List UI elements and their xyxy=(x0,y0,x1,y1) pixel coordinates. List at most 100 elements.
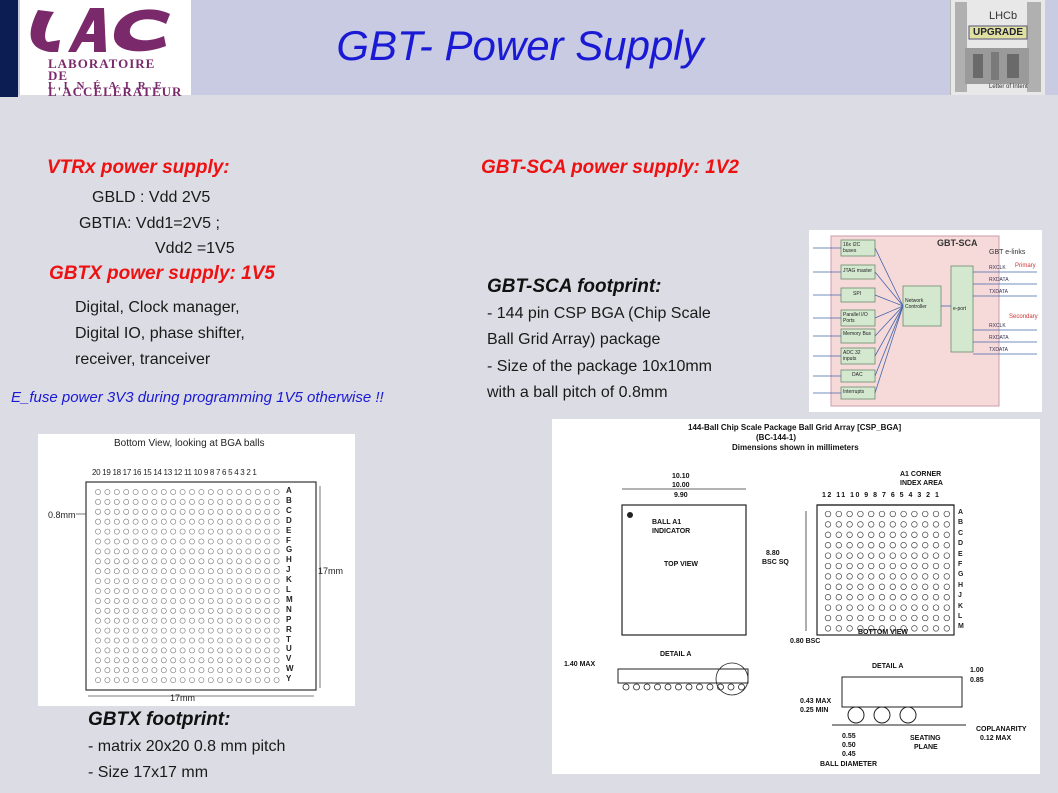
bga-ball xyxy=(273,568,280,575)
bga-ball xyxy=(245,657,252,664)
bga-right-plane: PLANE xyxy=(914,744,938,751)
bga-ball xyxy=(170,548,177,555)
bga-ball xyxy=(160,489,167,495)
bga-ball xyxy=(142,538,148,545)
bga-ball xyxy=(857,625,864,632)
bga-ball xyxy=(179,528,186,535)
bga-ball xyxy=(254,617,261,624)
bga-ball xyxy=(217,647,224,654)
bga-ball xyxy=(245,667,252,674)
bga-ball xyxy=(160,637,167,644)
bga-ball xyxy=(104,597,111,604)
bga-ball xyxy=(113,667,120,674)
bga-ball xyxy=(160,647,167,654)
bga-row-label: F xyxy=(958,561,963,568)
bga-ball xyxy=(824,562,832,570)
bga-ball xyxy=(273,489,280,495)
bga-ball xyxy=(207,578,214,584)
bga-ball xyxy=(236,568,242,575)
bga-ball xyxy=(264,508,271,515)
bga-ball xyxy=(245,538,252,545)
bga-ball xyxy=(151,499,158,505)
bga-ball xyxy=(264,588,271,594)
bga-ball xyxy=(236,588,242,594)
bga-ball xyxy=(160,538,167,545)
bga-ball xyxy=(236,597,242,604)
bga-right-max140: 1.40 MAX xyxy=(564,661,596,668)
bga-ball xyxy=(142,588,148,594)
bga-ball xyxy=(846,583,853,590)
bga-ball xyxy=(245,528,252,535)
bga-ball xyxy=(151,617,158,624)
bga-ball xyxy=(245,489,252,495)
bga-side-ball xyxy=(696,683,703,691)
bga-ball xyxy=(189,558,195,565)
bga-ball xyxy=(207,637,214,644)
bga-ball xyxy=(264,558,271,565)
bga-ball xyxy=(189,647,195,654)
bga-ball xyxy=(104,528,111,535)
bga-ball xyxy=(857,562,864,570)
bga-ball xyxy=(113,677,120,683)
lhcb-upgrade-logo: LHCb UPGRADE Letter of Intent xyxy=(950,0,1045,95)
bga-ball xyxy=(113,538,120,545)
bga-ball xyxy=(95,508,101,515)
bga-ball xyxy=(226,627,233,634)
bga-ball xyxy=(943,625,950,632)
bga-ball xyxy=(878,604,886,611)
bga-row-label: N xyxy=(286,604,292,614)
bga-ball xyxy=(273,627,280,634)
bga-ball xyxy=(123,657,130,664)
bga-ball xyxy=(189,657,195,664)
sca-sig-p-0: RXCLK xyxy=(989,265,1006,271)
bga-ball xyxy=(198,607,205,614)
bga-ball xyxy=(264,667,271,674)
bga-ball xyxy=(113,578,120,584)
bga-ball xyxy=(179,489,186,495)
bga-ball xyxy=(198,647,205,654)
sca-sig-p-1: RXDATA xyxy=(989,277,1009,283)
bga-side-ball xyxy=(675,683,682,691)
bga-side-ball xyxy=(685,683,693,691)
bga-row-label: W xyxy=(286,664,294,674)
bga-ball xyxy=(245,677,252,683)
bga-ball xyxy=(104,538,111,545)
bga-ball xyxy=(179,518,186,525)
bga-row-label: B xyxy=(286,495,292,505)
bga-ball xyxy=(264,637,271,644)
bga-ball xyxy=(878,542,886,549)
sca-primary-label: Primary xyxy=(1015,263,1036,269)
bga-row-label: D xyxy=(958,540,964,548)
bga-ball xyxy=(104,607,111,614)
bga-ball xyxy=(878,614,886,622)
bga-left-size-h: 17mm xyxy=(170,693,196,703)
bga-ball xyxy=(189,677,195,683)
bga-ball xyxy=(113,548,120,555)
bga-ball xyxy=(226,617,233,624)
bga-right-detail-a-2: DETAIL A xyxy=(872,663,904,670)
bga-ball xyxy=(911,542,918,549)
bga-right-bsc-sq-2: BSC SQ xyxy=(762,559,789,566)
sca-power-heading: GBT-SCA power supply: 1V2 xyxy=(481,157,739,178)
bga-ball xyxy=(104,578,111,584)
bga-right-index-area: INDEX AREA xyxy=(900,480,943,487)
bga-ball xyxy=(911,573,918,580)
bga-ball xyxy=(113,627,120,634)
bga-ball xyxy=(889,625,896,632)
bga-ball xyxy=(217,607,224,614)
bga-ball xyxy=(217,518,224,525)
gbtx-power-line-1: Digital, Clock manager, xyxy=(75,299,240,316)
bga-ball xyxy=(132,558,139,565)
bga-ball xyxy=(95,528,101,535)
bga-ball xyxy=(170,607,177,614)
bga-right-title-2: (BC-144-1) xyxy=(756,433,797,442)
bga-ball xyxy=(922,510,929,518)
bga-ball xyxy=(824,510,832,518)
bga-ball xyxy=(226,667,233,674)
bga-ball xyxy=(226,548,233,555)
bga-ball xyxy=(113,597,120,604)
bga-ball xyxy=(273,578,280,584)
bga-ball xyxy=(160,508,167,515)
bga-ball xyxy=(245,647,252,654)
bga-ball xyxy=(226,597,233,604)
